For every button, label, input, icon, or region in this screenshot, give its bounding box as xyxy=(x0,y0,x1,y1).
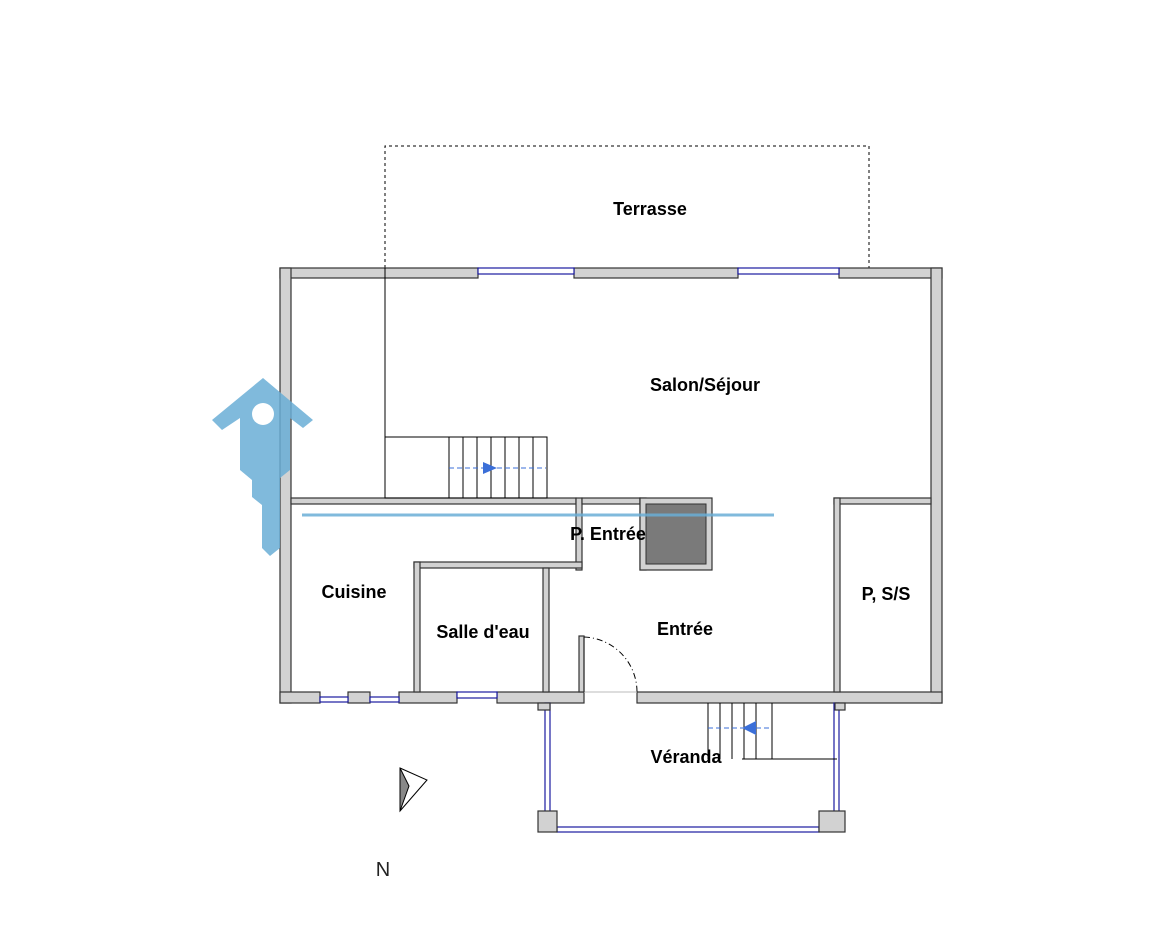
entrance-door xyxy=(583,636,638,693)
north-arrow-icon xyxy=(399,767,428,813)
stair-arrow-veranda-icon xyxy=(708,721,772,735)
label-terrasse: Terrasse xyxy=(613,199,687,219)
label-placard: P, S/S xyxy=(862,584,911,604)
chimney xyxy=(645,503,707,565)
house-key-watermark-icon xyxy=(212,378,774,556)
veranda-piers xyxy=(537,702,846,833)
compass-label: N xyxy=(376,859,390,881)
label-cuisine: Cuisine xyxy=(321,582,386,602)
label-p-entree: P. Entrée xyxy=(570,524,646,544)
stair-arrow-icon xyxy=(449,462,546,474)
label-entree: Entrée xyxy=(657,619,713,639)
terrace-outline xyxy=(384,145,870,268)
label-salon: Salon/Séjour xyxy=(650,375,760,395)
label-veranda: Véranda xyxy=(650,747,722,767)
staircase-veranda xyxy=(707,703,837,760)
exterior-walls xyxy=(279,267,943,704)
label-salle-eau: Salle d'eau xyxy=(436,622,529,642)
